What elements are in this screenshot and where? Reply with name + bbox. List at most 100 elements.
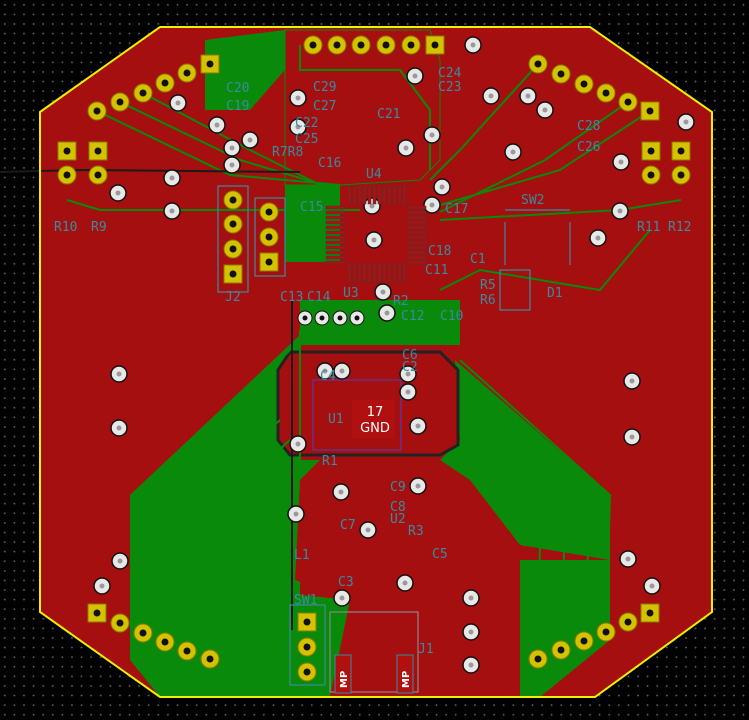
ic-pin	[325, 260, 345, 265]
through-hole-pad[interactable]	[596, 622, 616, 642]
test-pad[interactable]	[297, 310, 313, 326]
j1-mounting-pads[interactable]: MP MP	[334, 654, 414, 694]
through-hole-pad[interactable]	[297, 662, 317, 682]
through-hole-pad[interactable]	[401, 35, 421, 55]
via	[378, 304, 396, 322]
through-hole-pad[interactable]	[177, 641, 197, 661]
back-copper-zone-right	[440, 360, 610, 560]
j1-mp-left[interactable]	[334, 654, 352, 694]
via	[93, 577, 111, 595]
through-hole-pad[interactable]	[200, 649, 220, 669]
via	[111, 552, 129, 570]
test-pad[interactable]	[349, 310, 365, 326]
through-hole-pad[interactable]	[303, 35, 323, 55]
through-hole-pad[interactable]	[110, 92, 130, 112]
through-hole-pad[interactable]	[596, 83, 616, 103]
through-hole-pad[interactable]	[574, 74, 594, 94]
j1-mp-right[interactable]	[396, 654, 414, 694]
through-hole-pad[interactable]	[551, 640, 571, 660]
through-hole-pad[interactable]	[297, 612, 317, 632]
through-hole-pad[interactable]	[259, 252, 279, 272]
through-hole-pad[interactable]	[641, 165, 661, 185]
through-hole-pad[interactable]	[528, 649, 548, 669]
vias	[93, 36, 695, 674]
through-hole-pad[interactable]	[223, 214, 243, 234]
ic-pin	[325, 225, 345, 230]
ref-C19: C19	[226, 99, 249, 114]
gnd-pad[interactable]	[352, 400, 394, 438]
through-hole-pad[interactable]	[133, 623, 153, 643]
through-hole-pad[interactable]	[259, 202, 279, 222]
via	[409, 417, 427, 435]
through-hole-pad[interactable]	[110, 613, 130, 633]
through-hole-pad[interactable]	[327, 35, 347, 55]
via	[208, 116, 226, 134]
ref-C20: C20	[226, 81, 249, 96]
through-hole-pad[interactable]	[671, 141, 691, 161]
through-hole-pad[interactable]	[155, 632, 175, 652]
through-hole-pad[interactable]	[574, 631, 594, 651]
ref-U2: U2	[390, 512, 406, 527]
ref-C8: C8	[390, 500, 406, 515]
test-pad[interactable]	[314, 310, 330, 326]
via	[423, 126, 441, 144]
ic-pin	[352, 263, 357, 283]
trace	[96, 110, 341, 186]
through-hole-pad[interactable]	[618, 612, 638, 632]
through-hole-pad[interactable]	[223, 190, 243, 210]
through-hole-pad[interactable]	[155, 73, 175, 93]
through-hole-pad[interactable]	[528, 54, 548, 74]
ref-C13: C13	[280, 290, 303, 305]
ic-pin	[347, 185, 352, 205]
through-hole-pad[interactable]	[87, 603, 107, 623]
ref-C21: C21	[377, 107, 400, 122]
through-hole-pad[interactable]	[200, 54, 220, 74]
through-hole-pad[interactable]	[618, 92, 638, 112]
through-hole-pad[interactable]	[223, 239, 243, 259]
test-pad[interactable]	[332, 310, 348, 326]
ic-pin	[325, 205, 345, 210]
ref-C10: C10	[440, 309, 463, 324]
trace	[142, 92, 341, 196]
ref-R9: R9	[91, 220, 107, 235]
ic-pin	[392, 263, 397, 283]
trace	[198, 330, 301, 660]
ic-pin	[382, 263, 387, 283]
ref-SW2: SW2	[521, 193, 544, 208]
through-hole-pad[interactable]	[88, 165, 108, 185]
u1-thermal-pad[interactable]: 17 GND	[352, 400, 394, 438]
through-hole-pad[interactable]	[87, 101, 107, 121]
ic-pin	[407, 220, 427, 225]
ref-U1: U1	[328, 412, 344, 427]
gnd-pad-net: GND	[360, 421, 390, 436]
ref-C14: C14	[307, 290, 331, 305]
through-hole-pad[interactable]	[641, 141, 661, 161]
ref-C16: C16	[318, 156, 341, 171]
through-hole-pad[interactable]	[425, 35, 445, 55]
through-hole-pad[interactable]	[57, 141, 77, 161]
ic-pin	[407, 235, 427, 240]
trace	[158, 419, 281, 643]
through-hole-pad[interactable]	[88, 141, 108, 161]
through-hole-pad[interactable]	[133, 83, 153, 103]
through-hole-pad[interactable]	[57, 165, 77, 185]
through-hole-pad[interactable]	[671, 165, 691, 185]
through-hole-pad[interactable]	[376, 35, 396, 55]
through-hole-pad[interactable]	[640, 603, 660, 623]
ref-C6: C6	[402, 348, 418, 363]
via	[163, 202, 181, 220]
ref-L1: L1	[294, 548, 310, 563]
through-hole-pad[interactable]	[297, 637, 317, 657]
through-hole-pad[interactable]	[177, 63, 197, 83]
trace	[119, 101, 341, 191]
through-hole-pad[interactable]	[351, 35, 371, 55]
through-hole-pad[interactable]	[259, 227, 279, 247]
through-hole-pad[interactable]	[223, 264, 243, 284]
ic-pin	[407, 225, 427, 230]
through-hole-pad[interactable]	[640, 101, 660, 121]
ic-pin	[402, 263, 407, 283]
through-hole-pad[interactable]	[551, 64, 571, 84]
ic-pin	[325, 250, 345, 255]
